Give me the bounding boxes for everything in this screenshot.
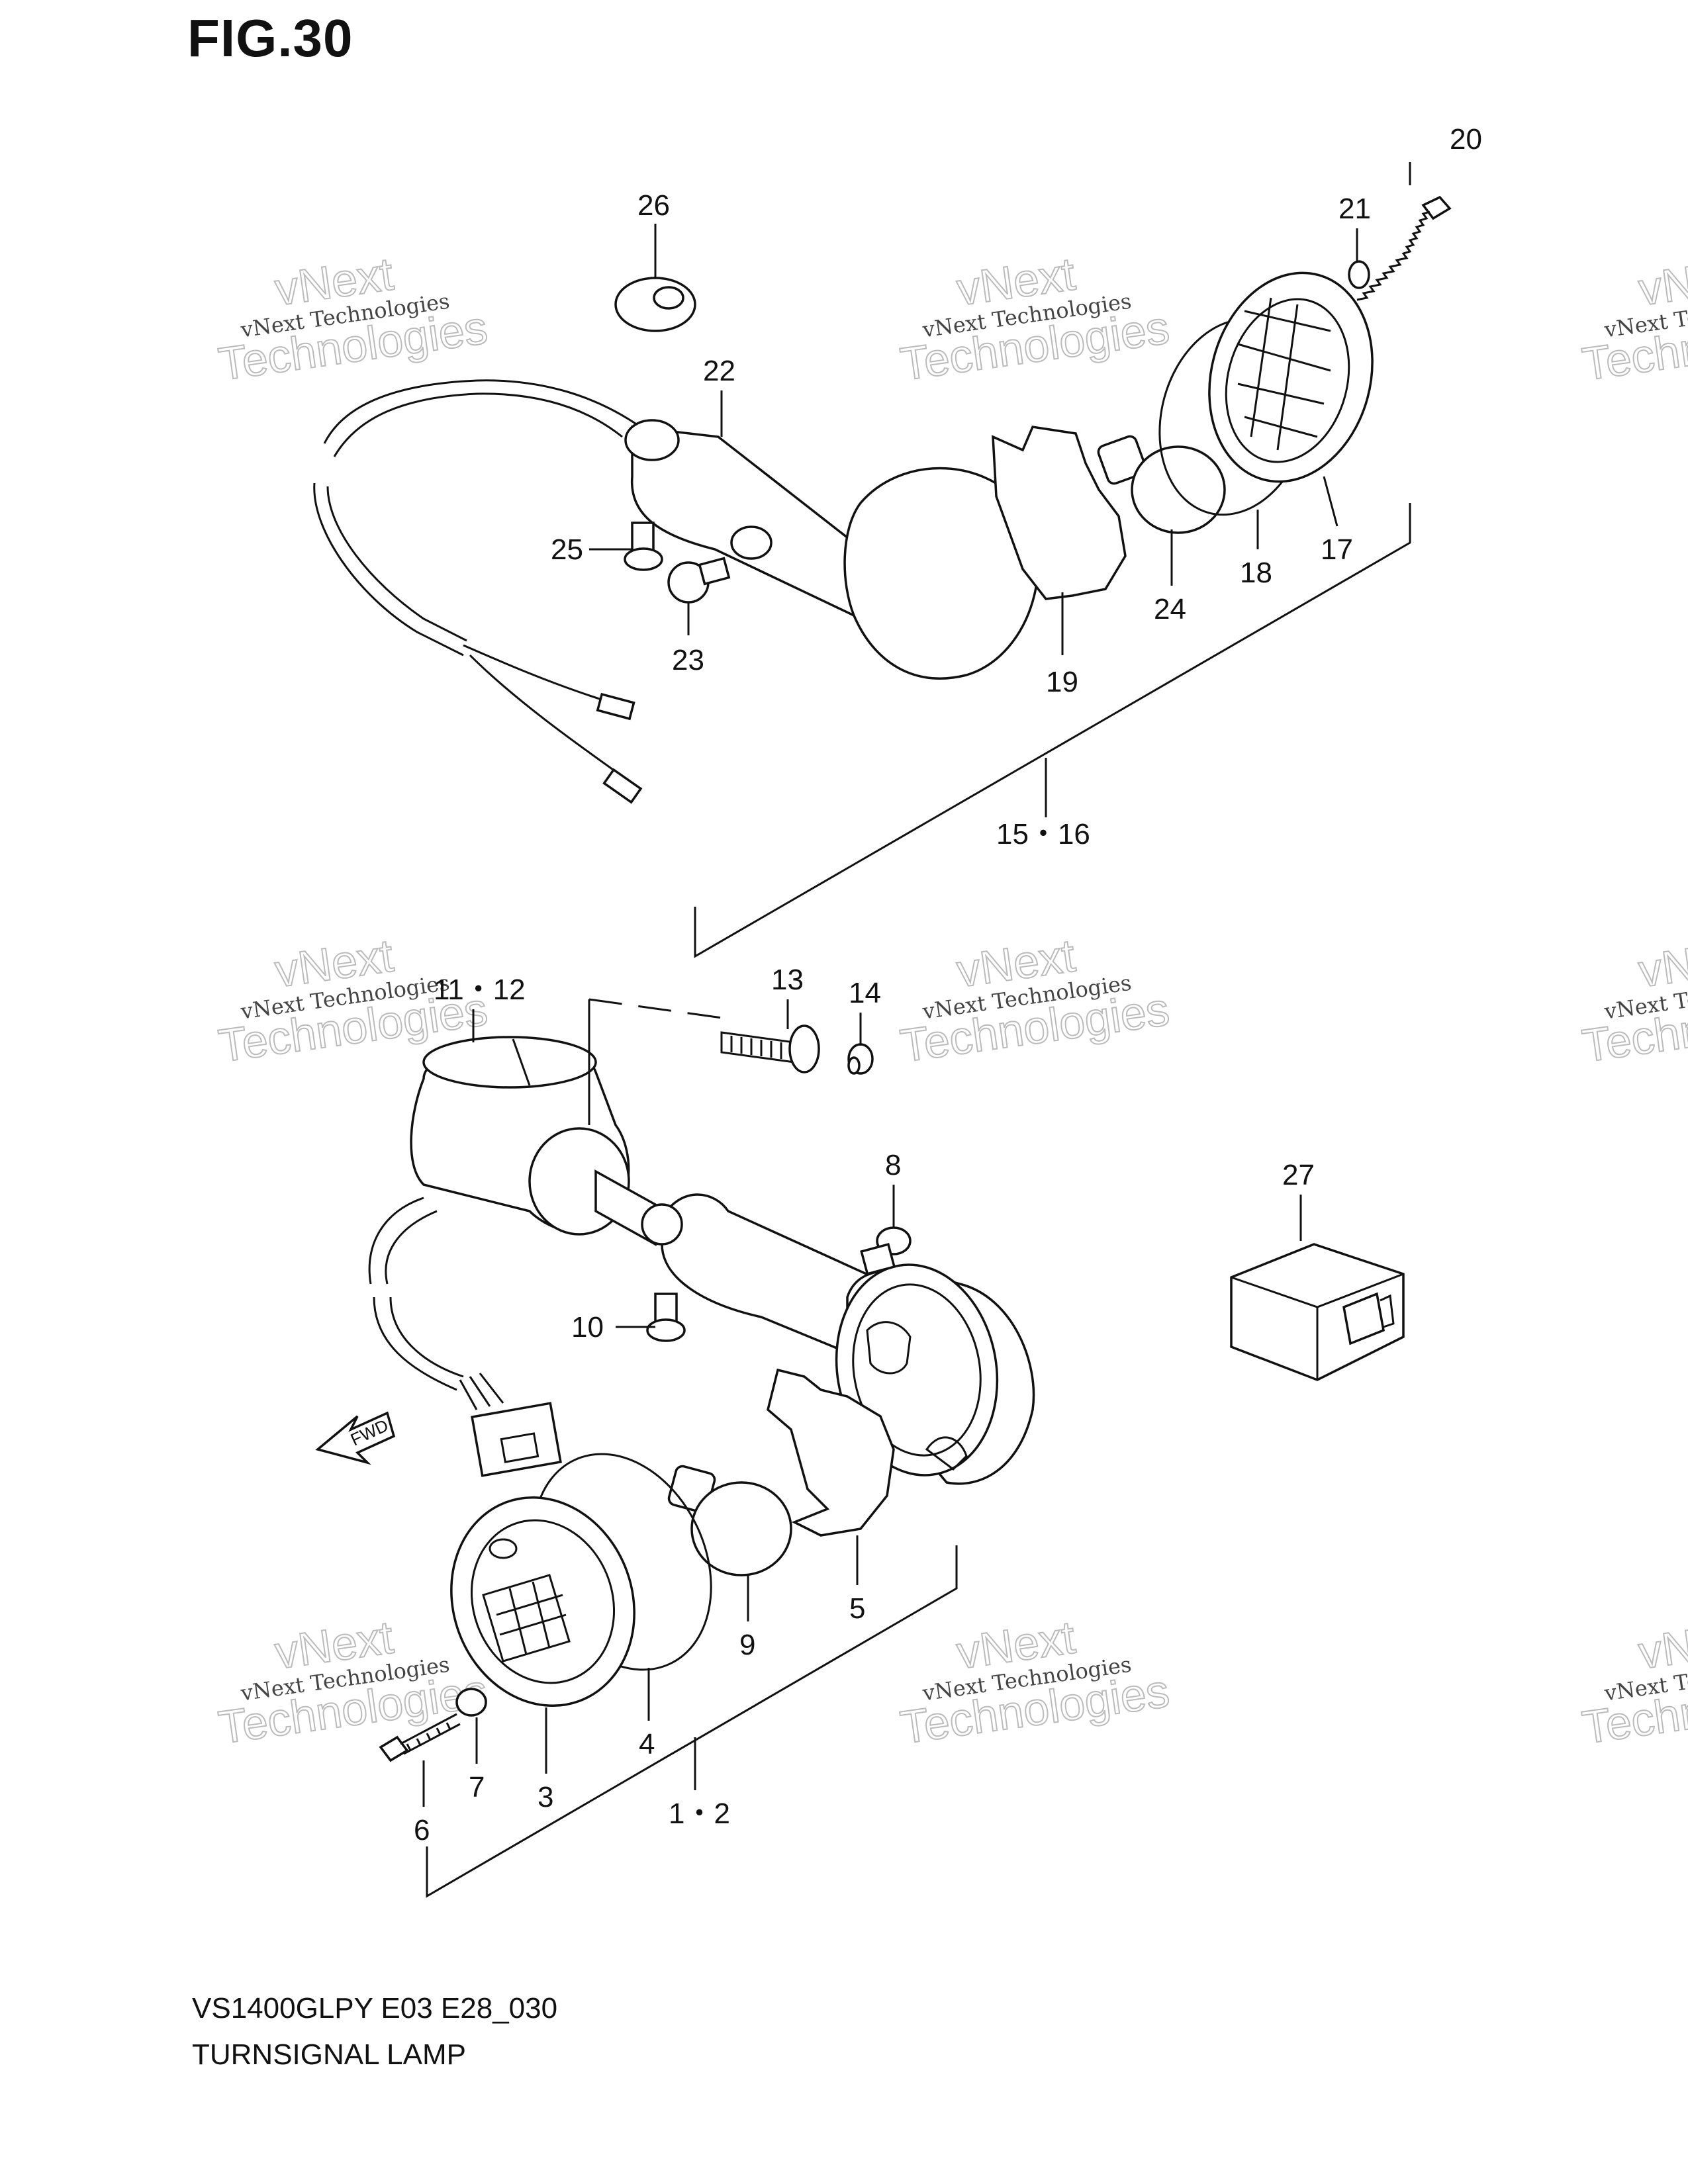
watermark-word: vNext (1636, 929, 1688, 997)
part-label-20: 20 (1450, 123, 1482, 156)
bulb-part-9 (667, 1465, 792, 1576)
part-label-9: 9 (739, 1629, 755, 1661)
wire-harness-lower (313, 482, 467, 657)
lamp-stem-end (624, 419, 680, 461)
screw-part-20 (1356, 195, 1452, 301)
part-label-7: 7 (469, 1771, 485, 1803)
part-label-19: 19 (1046, 666, 1078, 698)
wire-terminal (596, 692, 635, 721)
part-label-6: 6 (414, 1814, 430, 1846)
part-label-25: 25 (551, 533, 583, 566)
part-label-11-12: 11・12 (434, 974, 526, 1006)
stem-collar (641, 1203, 683, 1246)
socket-plate-part-19 (992, 426, 1127, 600)
figure-title: FIG.30 (187, 9, 353, 68)
model-code: VS1400GLPY E03 E28_030 (192, 1992, 558, 2025)
part-label-4: 4 (639, 1728, 655, 1760)
screw-part-25 (624, 522, 663, 571)
stem-bolt-hole (730, 525, 773, 560)
wire-harness-front (368, 1197, 438, 1285)
socket-plate-part-5 (767, 1368, 895, 1537)
figure-name: TURNSIGNAL LAMP (192, 2038, 467, 2071)
part-label-26: 26 (637, 189, 670, 222)
lamp-stem (630, 426, 855, 617)
part-label-27: 27 (1282, 1159, 1315, 1191)
watermark-word: vNext (1636, 1611, 1688, 1678)
leader-lines-upper (589, 162, 1411, 958)
lamp-housing-dome (843, 467, 1039, 680)
nut-part-14 (847, 1043, 874, 1075)
lens-part-17 (1208, 271, 1374, 483)
lamp-stem-body (661, 1193, 875, 1365)
part-label-8: 8 (885, 1149, 901, 1181)
part-label-5: 5 (849, 1592, 865, 1625)
wire-coupler (459, 1373, 562, 1477)
part-label-15-16: 15・16 (996, 818, 1090, 850)
fwd-arrow-icon: FWD (315, 1411, 396, 1465)
bracket-part-11-12 (410, 1036, 630, 1236)
part-label-1-2: 1・2 (669, 1797, 730, 1830)
lens-part-3 (450, 1496, 635, 1707)
front-turnsignal-assembly: FWD (315, 1024, 1405, 1762)
watermark-word: vNext (1636, 248, 1688, 315)
part-label-24: 24 (1154, 593, 1186, 625)
wire-harness-front-lower (373, 1297, 464, 1391)
part-label-14: 14 (849, 977, 881, 1009)
screw-part-10 (646, 1293, 686, 1342)
part-label-13: 13 (771, 964, 804, 996)
screw-part-23 (667, 557, 731, 604)
part-label-22: 22 (703, 355, 735, 387)
part-label-17: 17 (1321, 533, 1353, 566)
part-label-23: 23 (672, 644, 704, 676)
screw-part-6 (379, 1713, 461, 1762)
part-labels: 20 21 26 22 25 23 19 24 18 17 15・16 11・1… (414, 123, 1482, 1846)
part-label-21: 21 (1338, 193, 1371, 225)
grommet-part-26 (614, 277, 696, 332)
washer-part-7 (455, 1688, 487, 1717)
washer-part-21 (1348, 260, 1370, 289)
wire-harness-upper (323, 379, 636, 457)
relay-part-27 (1230, 1243, 1405, 1381)
screw-part-13 (720, 1024, 820, 1073)
rear-turnsignal-assembly (313, 195, 1452, 804)
part-label-3: 3 (538, 1781, 553, 1813)
watermark-group: vNext vNext Technologies Technologies vN… (215, 247, 1688, 1754)
part-label-18: 18 (1240, 557, 1272, 589)
leader-lines-lower (422, 998, 1302, 1898)
part-label-10: 10 (571, 1311, 604, 1343)
wire-terminal (602, 768, 643, 804)
